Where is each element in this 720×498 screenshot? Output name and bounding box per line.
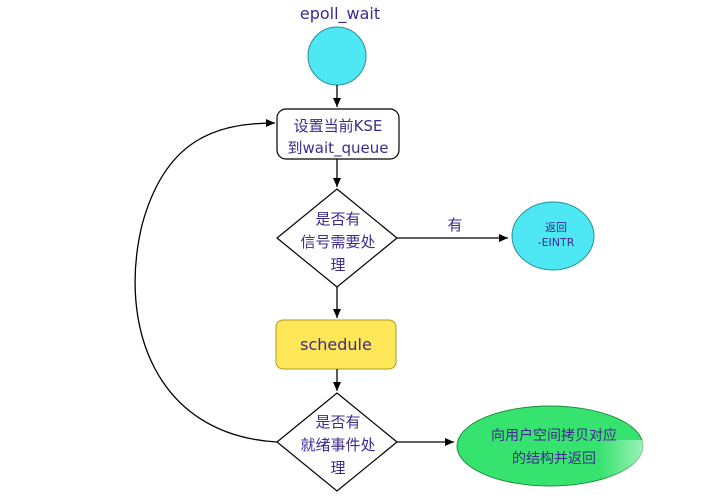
signal-check-line2: 信号需要处 [300,233,376,251]
schedule-node [275,319,397,370]
schedule-label: schedule [300,335,372,354]
signal-check-line3: 理 [330,256,346,274]
set-wait-queue-node [276,108,400,160]
return-eintr-label: 返回 -EINTR [520,220,592,250]
edge-loop-back [134,119,278,443]
set-wait-queue-line2: 到wait_queue [287,139,389,157]
start-node [307,26,367,86]
start-label: epoll_wait [299,4,381,23]
ready-check-line3: 理 [330,459,346,477]
ready-check-node [276,392,398,492]
ready-check-line1: 是否有 [315,413,361,431]
copy-return-line1: 向用户空间拷贝对应 [491,428,617,444]
return-eintr-line1: 返回 [545,221,567,234]
return-eintr-line2: -EINTR [537,236,575,249]
signal-check-label: 是否有 信号需要处 理 [290,208,386,277]
edge-fade-overlay [600,440,720,498]
yes-edge-label: 有 [447,216,463,234]
set-wait-queue-line1: 设置当前KSE [293,117,383,135]
set-wait-queue-label: 设置当前KSE 到wait_queue [277,115,399,159]
copy-return-label: 向用户空间拷贝对应 的结构并返回 [470,425,638,467]
return-eintr-node [511,201,595,271]
copy-return-line2: 的结构并返回 [512,451,596,467]
ready-check-label: 是否有 就绪事件处 理 [290,411,386,480]
ready-check-line2: 就绪事件处 [300,436,376,454]
signal-check-line1: 是否有 [315,210,361,228]
